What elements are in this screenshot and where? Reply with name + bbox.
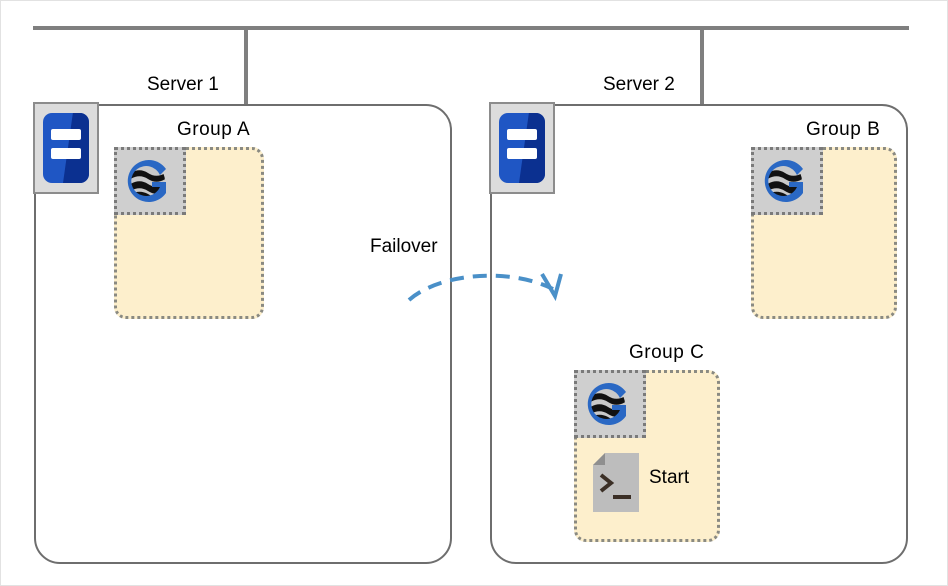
server-2-divider-tick (700, 28, 704, 106)
g-sphere-glyph (764, 160, 803, 202)
server-2-box (490, 104, 908, 564)
group-c-label: Group C (629, 342, 705, 363)
g-sphere-glyph (127, 160, 166, 202)
g-sphere-glyph (587, 383, 626, 425)
server-icon (33, 102, 99, 194)
script-start-label: Start (649, 467, 690, 488)
group-b-label: Group B (806, 119, 881, 140)
server-1-label: Server 1 (147, 74, 219, 95)
server-1-box (34, 104, 452, 564)
script-icon (592, 453, 640, 513)
server-icon-bar-2 (51, 148, 81, 159)
cluster-resource-icon (751, 147, 823, 215)
server-icon (489, 102, 555, 194)
group-a-label: Group A (177, 119, 251, 140)
script-glyph (593, 453, 639, 512)
server-2-label: Server 2 (603, 74, 675, 95)
server-icon-bar-1 (51, 129, 81, 140)
failover-label: Failover (370, 236, 438, 257)
server-icon-bar-1 (507, 129, 537, 140)
top-rail (33, 26, 909, 30)
server-icon-card (43, 113, 89, 183)
group-c-box (574, 370, 720, 542)
server-icon-bar-2 (507, 148, 537, 159)
cluster-resource-icon (114, 147, 186, 215)
server-icon-card (499, 113, 545, 183)
server-1-divider-tick (244, 28, 248, 106)
failover-arrow (407, 272, 563, 302)
cluster-resource-icon (574, 370, 646, 438)
